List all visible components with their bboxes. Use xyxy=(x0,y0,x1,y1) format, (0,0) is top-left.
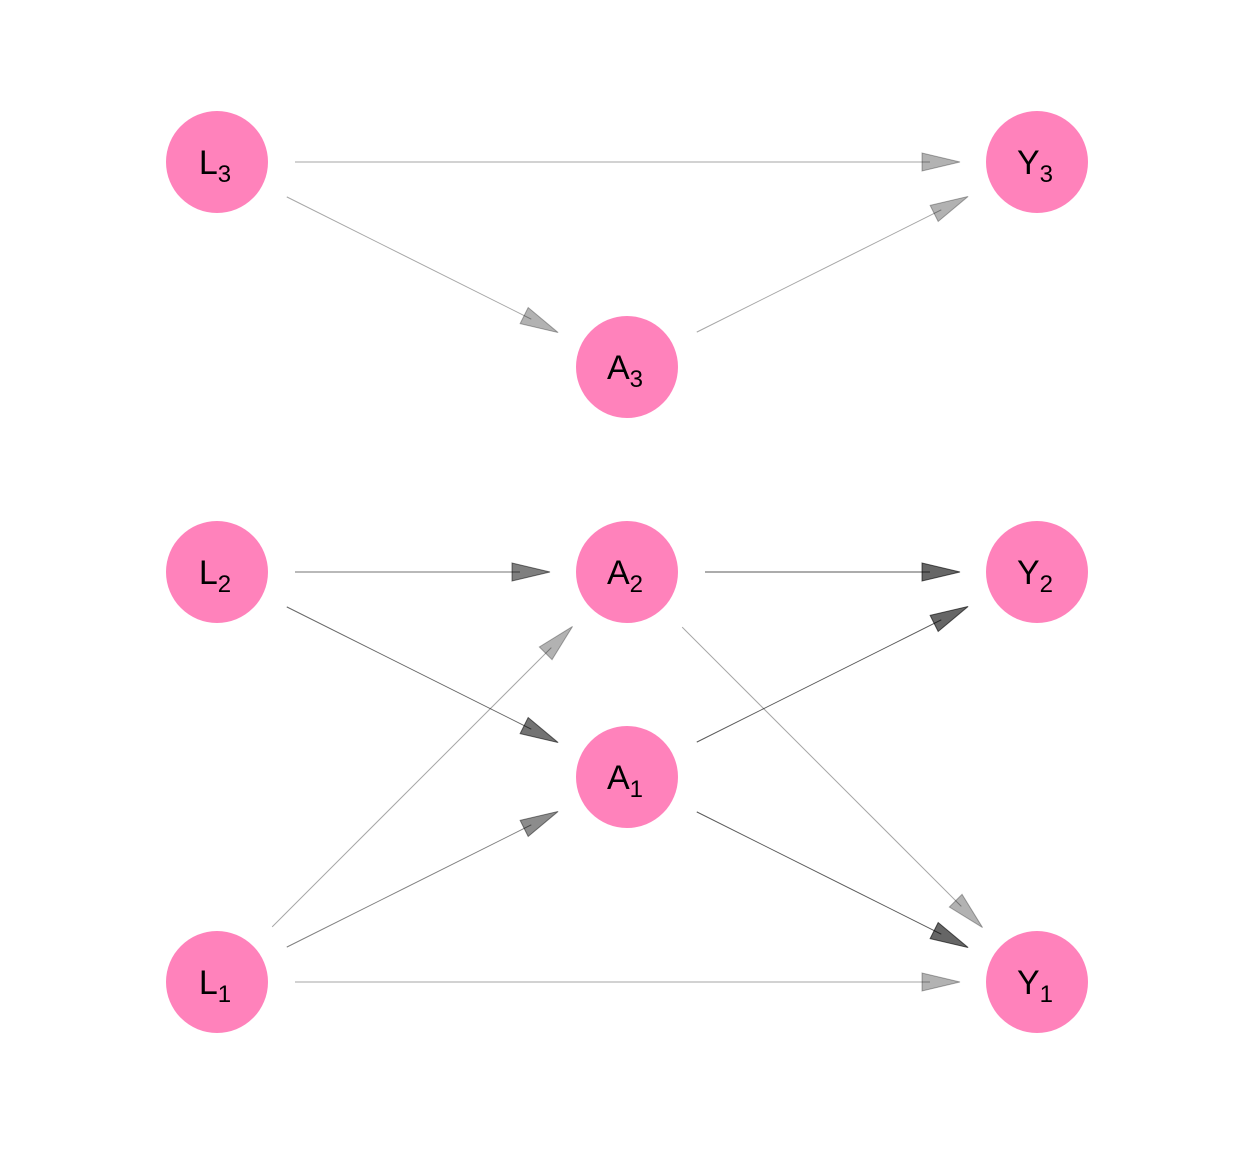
node-letter: L xyxy=(199,554,218,592)
node-circle xyxy=(576,316,678,418)
node-A2: A2 xyxy=(576,521,678,623)
node-label: Y2 xyxy=(1017,554,1053,598)
arrowhead-icon xyxy=(511,562,551,582)
node-label: A3 xyxy=(607,349,643,393)
node-letter: L xyxy=(199,964,218,1002)
node-label: L1 xyxy=(199,964,231,1008)
node-Y1: Y1 xyxy=(986,931,1088,1033)
edge-L1-A1 xyxy=(286,810,559,948)
node-A3: A3 xyxy=(576,316,678,418)
node-circle xyxy=(576,521,678,623)
edge-line xyxy=(696,209,942,333)
node-letter: Y xyxy=(1017,554,1040,592)
edge-L2-A1 xyxy=(286,606,559,744)
arrowhead-icon xyxy=(948,893,983,928)
node-subscript: 1 xyxy=(630,776,643,803)
node-subscript: 2 xyxy=(630,571,643,598)
node-circle xyxy=(576,726,678,828)
node-label: L2 xyxy=(199,554,231,598)
node-circle xyxy=(166,111,268,213)
edge-A1-Y2 xyxy=(696,605,969,743)
node-label: L3 xyxy=(199,144,231,188)
node-letter: Y xyxy=(1017,144,1040,182)
edge-A3-Y3 xyxy=(696,195,969,333)
arrowhead-icon xyxy=(921,152,961,172)
node-L3: L3 xyxy=(166,111,268,213)
edge-line xyxy=(696,619,942,743)
edge-L3-A3 xyxy=(286,196,559,334)
node-label: A2 xyxy=(607,554,643,598)
node-letter: A xyxy=(607,349,630,387)
edge-line xyxy=(286,824,532,948)
node-label: Y3 xyxy=(1017,144,1053,188)
node-label: A1 xyxy=(607,759,643,803)
node-subscript: 2 xyxy=(1040,571,1053,598)
arrowhead-icon xyxy=(519,810,559,838)
node-letter: A xyxy=(607,759,630,797)
edge-A2-Y2 xyxy=(705,562,961,582)
node-circle xyxy=(986,931,1088,1033)
edge-line xyxy=(286,196,532,320)
node-letter: Y xyxy=(1017,964,1040,1002)
node-subscript: 3 xyxy=(218,161,231,188)
node-subscript: 2 xyxy=(218,571,231,598)
node-circle xyxy=(166,931,268,1033)
edge-line xyxy=(696,811,942,935)
arrowhead-icon xyxy=(538,626,573,661)
node-subscript: 3 xyxy=(630,366,643,393)
node-circle xyxy=(166,521,268,623)
edge-L3-Y3 xyxy=(295,152,961,172)
node-label: Y1 xyxy=(1017,964,1053,1008)
edge-L1-A2 xyxy=(271,626,573,928)
arrowhead-icon xyxy=(921,972,961,992)
node-L1: L1 xyxy=(166,931,268,1033)
arrowhead-icon xyxy=(519,306,559,334)
arrowhead-icon xyxy=(929,921,969,949)
arrowhead-icon xyxy=(929,195,969,223)
edge-line xyxy=(681,626,962,907)
arrowhead-icon xyxy=(921,562,961,582)
node-Y2: Y2 xyxy=(986,521,1088,623)
edge-L2-A2 xyxy=(295,562,551,582)
node-circle xyxy=(986,111,1088,213)
arrowhead-icon xyxy=(519,716,559,744)
node-subscript: 1 xyxy=(218,981,231,1008)
node-subscript: 1 xyxy=(1040,981,1053,1008)
edge-A2-Y1 xyxy=(681,626,983,928)
node-A1: A1 xyxy=(576,726,678,828)
node-letter: A xyxy=(607,554,630,592)
edge-A1-Y1 xyxy=(696,811,969,949)
edge-line xyxy=(271,647,552,928)
edge-L1-Y1 xyxy=(295,972,961,992)
node-Y3: Y3 xyxy=(986,111,1088,213)
node-letter: L xyxy=(199,144,218,182)
node-L2: L2 xyxy=(166,521,268,623)
node-subscript: 3 xyxy=(1040,161,1053,188)
arrowhead-icon xyxy=(929,605,969,633)
edge-line xyxy=(286,606,532,730)
node-circle xyxy=(986,521,1088,623)
